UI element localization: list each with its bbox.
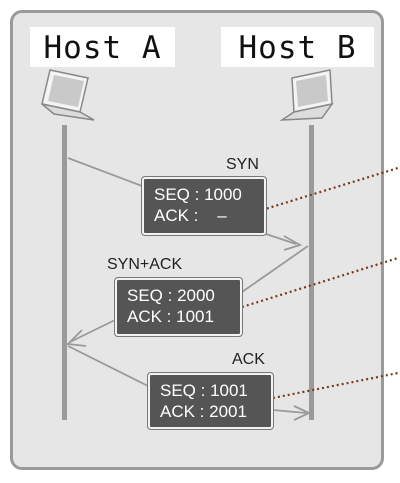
- ack-packet: SEQ : 1001 ACK : 2001: [148, 373, 273, 429]
- syn-label: SYN: [226, 156, 259, 173]
- ack-seq: SEQ : 1001: [160, 381, 248, 400]
- host-a-label: Host A: [30, 27, 175, 67]
- syn-ack-seq: SEQ : 2000: [127, 286, 215, 305]
- host-a-timeline: [62, 125, 67, 420]
- host-b-timeline: [309, 125, 314, 420]
- ack-ack-field: ACK : 2001: [160, 402, 247, 421]
- syn-ack-arrow: [66, 245, 309, 347]
- ack-label: ACK: [232, 351, 265, 368]
- syn-ack-ack-field: ACK : 1001: [127, 307, 214, 326]
- pointer-lines: [241, 166, 399, 400]
- syn-seq: SEQ : 1000: [154, 185, 242, 204]
- syn-arrow: [67, 157, 303, 251]
- syn-packet: SEQ : 1000 ACK : –: [142, 177, 266, 235]
- ack-arrow: [67, 345, 312, 421]
- laptop-icon: [279, 69, 334, 121]
- laptop-icon: [41, 69, 95, 121]
- syn-ack-field: ACK : –: [154, 206, 227, 225]
- host-b-label: Host B: [221, 27, 374, 67]
- syn-ack-packet: SEQ : 2000 ACK : 1001: [115, 278, 242, 336]
- syn-ack-label: SYN+ACK: [107, 256, 183, 273]
